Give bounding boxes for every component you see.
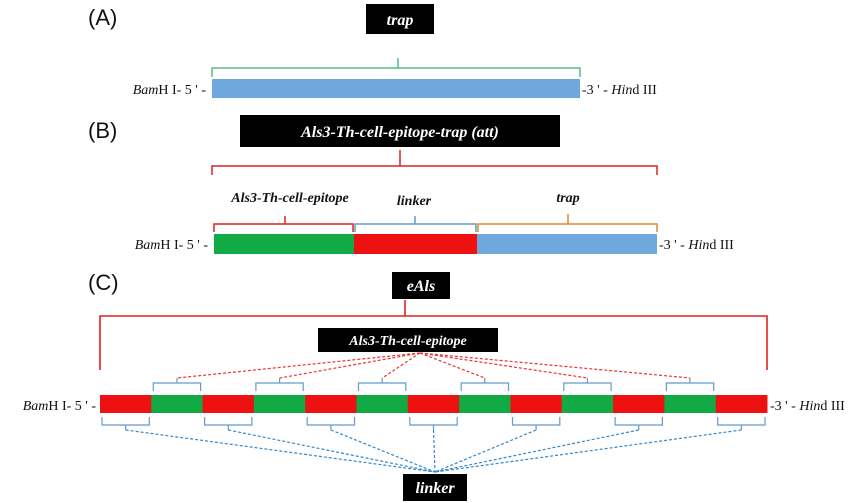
epitope-brace xyxy=(460,378,510,391)
panel-b-trap-bar xyxy=(477,234,657,254)
panel-a-title-box xyxy=(366,4,434,34)
linker-segment xyxy=(510,395,563,413)
panel-a-title: trap xyxy=(387,12,414,29)
panel-b-epitope-bar xyxy=(214,234,354,254)
linker-brace xyxy=(101,417,150,430)
panel-c-linker-box xyxy=(403,474,467,501)
epitope-segment xyxy=(459,395,511,413)
panel-c-right-end: -3 ' - Hind III xyxy=(770,399,845,414)
panel-b-left-end: BamH I- 5 ' - xyxy=(135,238,209,253)
panel-b-title-box xyxy=(240,115,560,147)
panel-c-title-box xyxy=(392,272,450,299)
panel-c-epitope-braces xyxy=(152,378,715,391)
panel-c-segment-track xyxy=(100,395,768,413)
epitope-pointer xyxy=(381,352,421,379)
epitope-segment xyxy=(664,395,717,413)
panel-c-left-end: BamH I- 5 ' - xyxy=(23,399,97,414)
epitope-pointer xyxy=(419,352,486,379)
panel-b-label: (B) xyxy=(88,118,117,143)
panel-b-linker-label: linker xyxy=(397,194,432,209)
panel-b-epitope-brace xyxy=(213,216,354,232)
epitope-pointer xyxy=(419,352,588,379)
panel-b-linker-brace xyxy=(354,216,477,232)
linker-brace xyxy=(614,417,663,430)
linker-segment xyxy=(305,395,357,413)
epitope-pointer xyxy=(279,352,421,379)
epitope-segment xyxy=(561,395,614,413)
linker-segment xyxy=(715,395,768,413)
epitope-brace xyxy=(665,378,715,391)
panel-b-trap-label: trap xyxy=(556,191,579,206)
panel-b-linker-bar xyxy=(354,234,477,254)
panel-b-main-brace xyxy=(211,150,658,175)
epitope-brace xyxy=(357,378,407,391)
panel-a-label: (A) xyxy=(88,5,117,30)
linker-pointer xyxy=(432,429,436,473)
epitope-brace xyxy=(152,378,202,391)
epitope-brace xyxy=(255,378,304,391)
linker-pointer xyxy=(125,429,436,473)
linker-brace xyxy=(511,417,561,430)
epitope-segment xyxy=(151,395,204,413)
epitope-pointer xyxy=(176,352,421,379)
panel-c-linker-label: linker xyxy=(415,480,455,497)
panel-c-title: eAls xyxy=(407,278,435,295)
linker-segment xyxy=(100,395,152,413)
epitope-brace xyxy=(563,378,612,391)
panel-c-epitope-label: Als3-Th-cell-epitope xyxy=(348,334,466,349)
linker-segment xyxy=(613,395,665,413)
panel-c-linker-pointers xyxy=(125,429,742,473)
panel-b-right-end: -3 ' - Hind III xyxy=(659,238,734,253)
linker-pointer xyxy=(228,429,436,473)
panel-b-epitope-label: Als3-Th-cell-epitope xyxy=(230,191,348,206)
panel-c-linker-braces xyxy=(101,417,766,430)
panel-b-title: Als3-Th-cell-epitope-trap (att) xyxy=(300,124,499,141)
epitope-segment xyxy=(356,395,409,413)
linker-brace xyxy=(306,417,356,430)
panel-a-left-end: BamH I- 5 ' - xyxy=(133,83,207,98)
panel-a-trap-bar xyxy=(212,79,580,98)
panel-b-trap-brace xyxy=(477,214,658,232)
linker-brace xyxy=(409,417,458,430)
linker-pointer xyxy=(434,429,742,473)
linker-pointer xyxy=(434,429,639,473)
linker-pointer xyxy=(434,429,537,473)
panel-c-label: (C) xyxy=(88,270,119,295)
panel-c-epitope-box xyxy=(318,328,498,352)
panel-c-brace-right xyxy=(405,315,768,370)
panel-c-brace-left xyxy=(99,315,405,370)
linker-pointer xyxy=(330,429,436,473)
panel-a-brace xyxy=(211,58,581,77)
epitope-pointer xyxy=(419,352,691,379)
epitope-segment xyxy=(253,395,306,413)
linker-segment xyxy=(202,395,255,413)
panel-a-right-end: -3 ' - Hind III xyxy=(582,83,657,98)
linker-brace xyxy=(204,417,253,430)
panel-c-epitope-pointers xyxy=(176,352,691,379)
linker-segment xyxy=(407,395,460,413)
linker-brace xyxy=(717,417,766,430)
